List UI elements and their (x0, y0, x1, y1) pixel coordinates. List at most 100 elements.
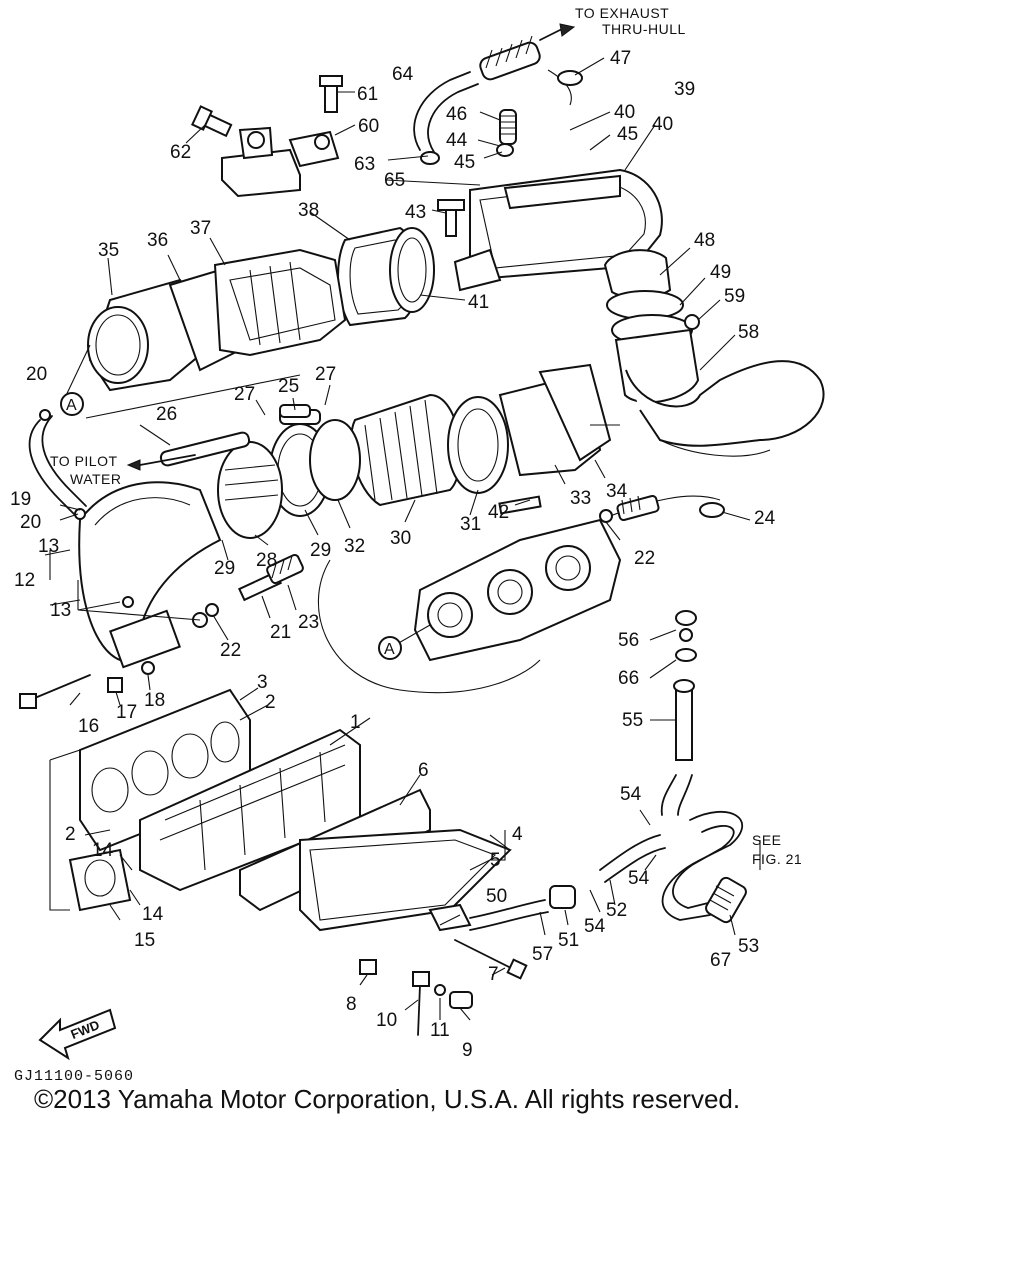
callout-51: 51 (558, 930, 579, 951)
callout-5: 5 (490, 850, 501, 871)
callout-60: 60 (358, 116, 379, 137)
exhaust-elbow (78, 481, 222, 669)
callout-35: 35 (98, 240, 119, 261)
copyright-notice: ©2013 Yamaha Motor Corporation, U.S.A. A… (34, 1084, 740, 1114)
callout-23: 23 (298, 612, 319, 633)
cooling-water-pipes (428, 610, 747, 932)
callout-20a: 20 (26, 364, 47, 385)
forward-arrow-icon: FWD (38, 1008, 117, 1061)
pilot-water-hose (28, 409, 87, 520)
connector-a-lower (378, 636, 402, 660)
callout-17: 17 (116, 702, 137, 723)
callout-6: 6 (418, 760, 429, 781)
callout-40a: 40 (614, 102, 635, 123)
callout-12: 12 (14, 570, 35, 591)
callout-13a: 13 (38, 536, 59, 557)
connector-a-upper (60, 392, 84, 416)
callout-45a: 45 (454, 152, 475, 173)
callout-2a: 2 (265, 692, 276, 713)
callout-9: 9 (462, 1040, 473, 1061)
callout-42: 42 (488, 502, 509, 523)
exhaust-note-line2: THRU-HULL (602, 21, 686, 37)
muffler-lower (87, 248, 347, 392)
callout-36: 36 (147, 230, 168, 251)
callout-47: 47 (610, 48, 631, 69)
callout-8: 8 (346, 994, 357, 1015)
callout-55: 55 (622, 710, 643, 731)
callout-44: 44 (446, 130, 468, 151)
callout-11: 11 (430, 1020, 450, 1041)
exhaust-bellows (159, 363, 612, 539)
callout-29b: 29 (310, 540, 331, 561)
callout-3: 3 (257, 672, 268, 693)
exhaust-note-line1: TO EXHAUST (575, 5, 669, 21)
callout-63: 63 (354, 154, 375, 175)
callout-49: 49 (710, 262, 731, 283)
fasteners (19, 404, 725, 1036)
callout-54c: 54 (584, 916, 606, 937)
callout-27a: 27 (234, 384, 255, 405)
gaskets-upper (337, 226, 435, 327)
callout-21: 21 (270, 622, 291, 643)
callout-40b: 40 (652, 114, 673, 135)
callout-59: 59 (724, 286, 745, 307)
callout-43: 43 (405, 202, 426, 223)
muffler-body (437, 168, 825, 457)
exhaust-manifold (68, 688, 512, 932)
connector-a-upper-label: A (66, 397, 77, 414)
callout-1: 1 (350, 712, 361, 733)
callout-61: 61 (357, 84, 378, 105)
callout-65: 65 (384, 170, 405, 191)
callout-19: 19 (10, 489, 31, 510)
callout-2b: 2 (65, 824, 76, 845)
callout-32: 32 (344, 536, 365, 557)
callout-31: 31 (460, 514, 481, 535)
callout-24: 24 (754, 508, 776, 529)
callout-58: 58 (738, 322, 759, 343)
callout-67: 67 (710, 950, 731, 971)
callout-38: 38 (298, 200, 319, 221)
callout-53: 53 (738, 936, 759, 957)
callout-30: 30 (390, 528, 411, 549)
callout-52: 52 (606, 900, 627, 921)
callout-14b: 14 (142, 904, 164, 925)
callout-46: 46 (446, 104, 467, 125)
callout-20b: 20 (20, 512, 41, 533)
callout-27b: 27 (315, 364, 336, 385)
callout-26: 26 (156, 404, 177, 425)
connector-a-lower-label: A (384, 641, 395, 658)
callout-13b: 13 (50, 600, 71, 621)
callout-22a: 22 (220, 640, 241, 661)
callout-54a: 54 (620, 784, 642, 805)
callout-56: 56 (618, 630, 639, 651)
callout-50: 50 (486, 886, 507, 907)
pilot-note-line1: TO PILOT (50, 453, 118, 469)
callout-7: 7 (488, 964, 499, 985)
callout-37: 37 (190, 218, 211, 239)
callout-66: 66 (618, 668, 639, 689)
see-note-line1: SEE (752, 832, 782, 848)
callout-numbers: 1 2 2 3 4 5 6 7 8 9 10 11 12 13 13 14 14… (10, 48, 776, 1061)
callout-15: 15 (134, 930, 155, 951)
mounting-bracket (191, 75, 343, 198)
callout-64: 64 (392, 64, 414, 85)
callout-29a: 29 (214, 558, 235, 579)
callout-33: 33 (570, 488, 591, 509)
callout-54b: 54 (628, 868, 650, 889)
callout-41: 41 (468, 292, 489, 313)
callout-10: 10 (376, 1010, 397, 1031)
callout-57: 57 (532, 944, 553, 965)
annotations: TO EXHAUST THRU-HULL TO PILOT WATER SEE … (38, 5, 802, 1061)
callout-22b: 22 (634, 548, 655, 569)
pilot-note-line2: WATER (70, 471, 122, 487)
callout-18: 18 (144, 690, 165, 711)
callout-25: 25 (278, 376, 299, 397)
figure-code: GJ11100-5060 (14, 1068, 134, 1085)
callout-48: 48 (694, 230, 715, 251)
callout-34: 34 (606, 481, 628, 502)
callout-45b: 45 (617, 124, 638, 145)
callout-39: 39 (674, 79, 695, 100)
callout-14a: 14 (92, 840, 114, 861)
callout-28: 28 (256, 550, 277, 571)
